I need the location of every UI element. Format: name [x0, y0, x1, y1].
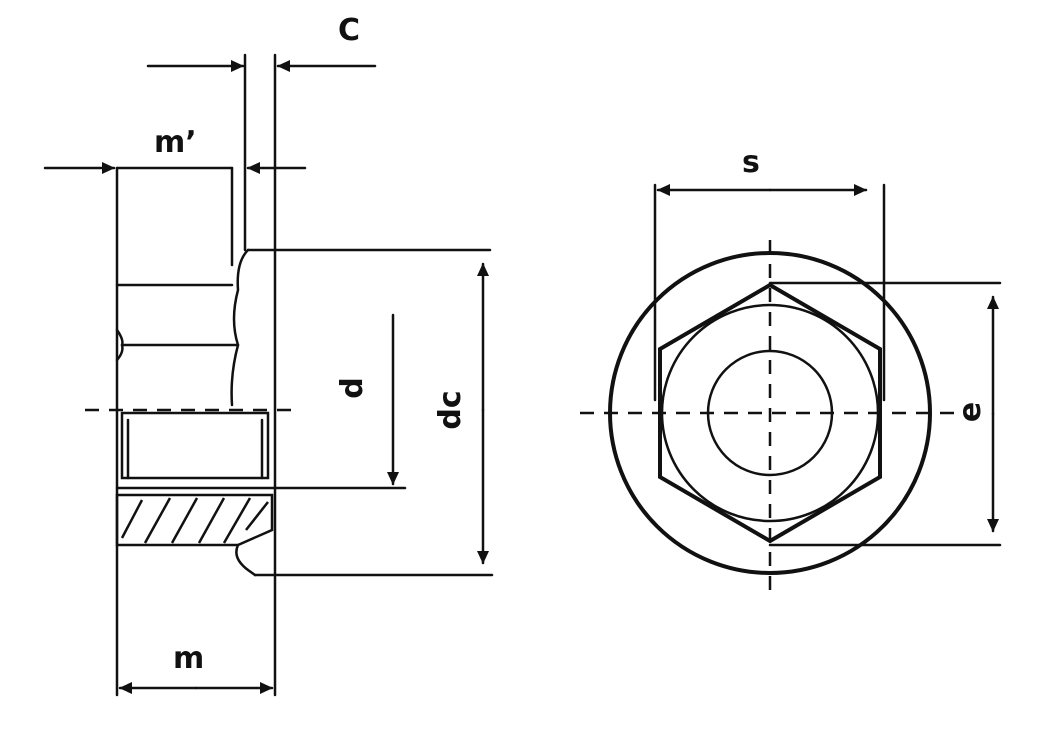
- label-s: s: [742, 145, 760, 180]
- hatch-line-6: [245, 501, 269, 531]
- hatch-line-2: [143, 497, 172, 544]
- label-c: C: [338, 13, 360, 48]
- hatch-line-5: [222, 497, 252, 544]
- label-e: e: [953, 402, 988, 422]
- label-m: m: [173, 641, 204, 676]
- side-view: [43, 53, 494, 697]
- label-d: d: [335, 377, 370, 398]
- label-dc: dc: [433, 390, 468, 429]
- hatch-line-3: [170, 497, 199, 544]
- label-m-prime: m’: [154, 125, 197, 160]
- hatched-section-outline: [115, 493, 274, 547]
- flange-lower-curve: [235, 543, 257, 577]
- thread-section: [120, 411, 270, 480]
- front-view: [580, 183, 1002, 600]
- hatch-line-1: [120, 499, 144, 539]
- hatch-line-4: [197, 497, 226, 544]
- break-line: [230, 248, 250, 407]
